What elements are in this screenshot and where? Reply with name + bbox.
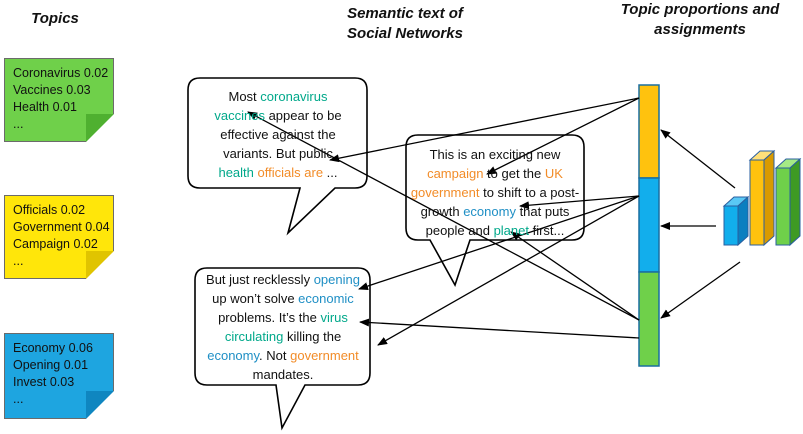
semantic-header-line-1: Semantic text of bbox=[347, 5, 463, 22]
keyword-orange: campaign bbox=[427, 166, 484, 181]
topic-note-line: ... bbox=[13, 392, 24, 406]
page-fold-icon bbox=[86, 251, 114, 279]
text-span: appear to be bbox=[264, 108, 342, 123]
proportions-header-line-2: assignments bbox=[654, 21, 746, 38]
topic-note-line: Opening 0.01 bbox=[13, 358, 89, 372]
topic-note-economy: Economy 0.06 Opening 0.01 Invest 0.03 ..… bbox=[4, 333, 114, 419]
keyword-orange: government bbox=[290, 348, 359, 363]
keyword-orange: officials bbox=[257, 165, 301, 180]
topic-note-coronavirus: Coronavirus 0.02 Vaccines 0.03 Health 0.… bbox=[4, 58, 114, 142]
keyword-orange: UK bbox=[544, 166, 563, 181]
text-span: But just recklessly bbox=[206, 272, 314, 287]
keyword-green: circulating bbox=[224, 329, 284, 344]
bubble-line: But just recklessly opening bbox=[197, 270, 369, 289]
bubble-line: variants. But public bbox=[192, 144, 364, 163]
proportion-segment-blue bbox=[638, 177, 660, 273]
text-span: variants. But public bbox=[223, 146, 333, 161]
topic-note-officials: Officials 0.02 Government 0.04 Campaign … bbox=[4, 195, 114, 279]
topics-header-text: Topics bbox=[31, 10, 79, 27]
arrow-green-to-planet bbox=[510, 231, 640, 321]
text-span: to shift to a post- bbox=[479, 185, 580, 200]
keyword-green: virus bbox=[320, 310, 348, 325]
bubble-line: This is an exciting new bbox=[408, 145, 582, 164]
arrow-blue-to-economy bbox=[519, 195, 640, 210]
text-span: up won’t solve bbox=[212, 291, 299, 306]
text-span: first... bbox=[528, 223, 565, 238]
topic-note-line: Vaccines 0.03 bbox=[13, 83, 91, 97]
bubble-line: vaccines appear to be bbox=[192, 106, 364, 125]
text-span: mandates. bbox=[252, 367, 314, 382]
text-span: that puts bbox=[515, 204, 570, 219]
bubble-line: Most coronavirus bbox=[192, 87, 364, 106]
page-fold-icon bbox=[86, 114, 114, 142]
bubble-text-2: This is an exciting new campaign to get t… bbox=[408, 145, 582, 240]
topic-note-line: Health 0.01 bbox=[13, 100, 77, 114]
arrow-blue-to-economy-2 bbox=[377, 195, 640, 346]
arrow-green-to-virus bbox=[359, 318, 640, 339]
bubble-line: effective against the bbox=[192, 125, 364, 144]
proportion-segment-yellow bbox=[638, 84, 660, 179]
topics-header: Topics bbox=[20, 9, 90, 29]
topic-note-line: Economy 0.06 bbox=[13, 341, 93, 355]
topic-note-line: Officials 0.02 bbox=[13, 203, 86, 217]
semantic-text-header: Semantic text of Social Networks bbox=[325, 4, 485, 44]
topic-note-line: ... bbox=[13, 254, 24, 268]
keyword-green: health bbox=[218, 165, 254, 180]
keyword-blue: economic bbox=[298, 291, 354, 306]
bubble-line: problems. It’s the virus bbox=[197, 308, 369, 327]
proportion-segment-green bbox=[638, 271, 660, 367]
speech-bubble-3 bbox=[194, 267, 371, 431]
3d-bar-chart-icon bbox=[722, 149, 802, 247]
arrow-yellow-to-officials bbox=[329, 97, 640, 163]
semantic-header-line-2: Social Networks bbox=[347, 25, 463, 42]
bubble-line: economy. Not government bbox=[197, 346, 369, 365]
bubble-line: mandates. bbox=[197, 365, 369, 384]
keyword-blue: economy bbox=[207, 348, 260, 363]
text-span: effective against the bbox=[220, 127, 336, 142]
bubble-line: circulating killing the bbox=[197, 327, 369, 346]
text-span: to get the bbox=[483, 166, 545, 181]
keyword-orange: government bbox=[410, 185, 480, 200]
topic-note-line: Campaign 0.02 bbox=[13, 237, 98, 251]
topic-note-line: ... bbox=[13, 117, 24, 131]
arrow-green-to-vaccines bbox=[247, 111, 640, 321]
text-span: growth bbox=[420, 204, 464, 219]
topic-note-line: Invest 0.03 bbox=[13, 375, 75, 389]
keyword-orange: are bbox=[304, 165, 324, 180]
keyword-green: vaccines bbox=[214, 108, 265, 123]
arrow-blue-to-opening bbox=[358, 195, 640, 290]
bubble-line: growth economy that puts bbox=[408, 202, 582, 221]
text-span: This is an exciting new bbox=[429, 147, 561, 162]
text-span: Most bbox=[228, 89, 261, 104]
keyword-blue: opening bbox=[313, 272, 360, 287]
text-span: . Not bbox=[259, 348, 291, 363]
keyword-green: planet bbox=[493, 223, 529, 238]
topic-proportions-header: Topic proportions and assignments bbox=[610, 0, 790, 40]
arrow-icon-to-yellow bbox=[660, 129, 736, 189]
page-fold-icon bbox=[86, 391, 114, 419]
bubble-line: government to shift to a post- bbox=[408, 183, 582, 202]
topic-note-line: Coronavirus 0.02 bbox=[13, 66, 109, 80]
text-span: problems. It’s the bbox=[218, 310, 321, 325]
text-span: people and bbox=[425, 223, 494, 238]
arrow-icon-to-green bbox=[660, 261, 741, 319]
topic-note-line: Government 0.04 bbox=[13, 220, 110, 234]
speech-bubble-2 bbox=[405, 134, 585, 287]
keyword-blue: economy bbox=[463, 204, 516, 219]
bubble-line: campaign to get the UK bbox=[408, 164, 582, 183]
bubble-line: up won’t solve economic bbox=[197, 289, 369, 308]
text-span: killing the bbox=[283, 329, 342, 344]
keyword-green: coronavirus bbox=[260, 89, 328, 104]
speech-bubble-1 bbox=[187, 77, 368, 236]
arrow-yellow-to-campaign bbox=[486, 97, 640, 175]
bubble-line: health officials are ... bbox=[192, 163, 364, 182]
proportions-header-line-1: Topic proportions and bbox=[620, 1, 780, 18]
bubble-line: people and planet first... bbox=[408, 221, 582, 240]
text-span: ... bbox=[323, 165, 338, 180]
